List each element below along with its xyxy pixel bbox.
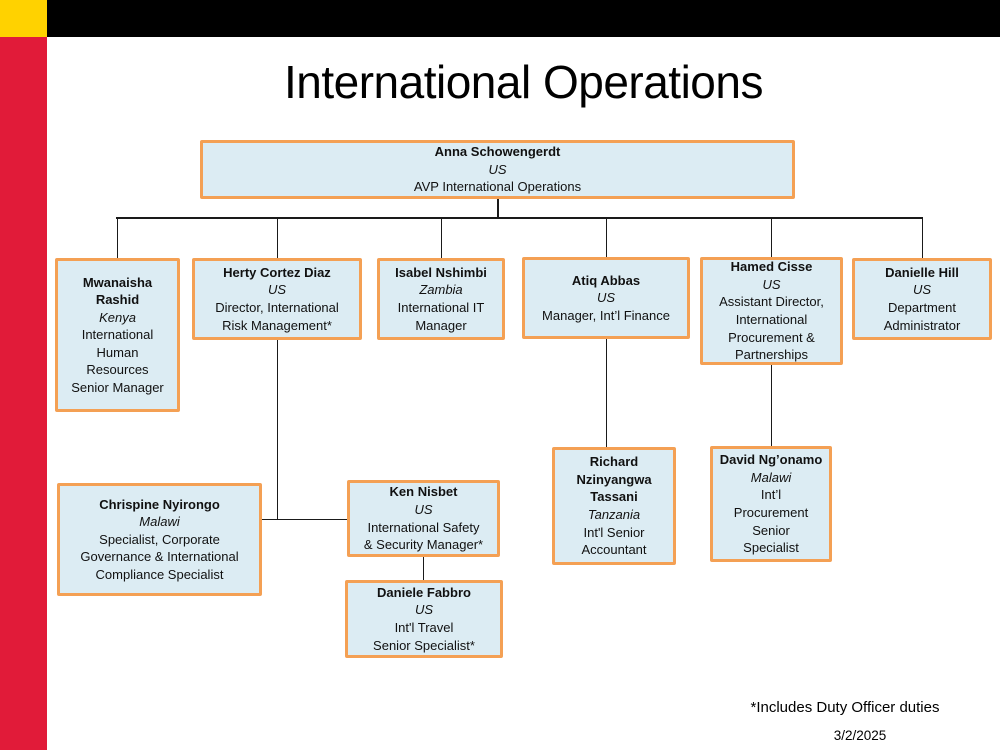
org-box-herty-cortez-diaz: Herty Cortez Diaz US Director, Internati… [192, 258, 362, 340]
left-red-stripe [0, 37, 47, 750]
person-name: Anna Schowengerdt [434, 144, 561, 160]
org-box-daniele-fabbro: Daniele Fabbro US Int'l Travel Senior Sp… [345, 580, 503, 658]
connector-row2-hbar [116, 217, 923, 219]
person-title: International Human Resources Senior Man… [71, 327, 164, 395]
connector-ken-daniele [423, 557, 424, 580]
person-title: AVP International Operations [413, 179, 582, 195]
org-box-mwanaisha-rashid: Mwanaisha Rashid Kenya International Hum… [55, 258, 180, 412]
org-box-richard-tassani: Richard Nzinyangwa Tassani Tanzania Int'… [552, 447, 676, 565]
person-country: US [912, 282, 932, 298]
person-name: Richard Nzinyangwa Tassani [576, 454, 652, 505]
person-name: Herty Cortez Diaz [223, 264, 331, 280]
person-title: Specialist, Corporate Governance & Inter… [80, 531, 239, 582]
connector-drop-danielle [922, 218, 923, 258]
person-name: Ken Nisbet [389, 484, 458, 500]
person-title: Manager, Int’l Finance [542, 307, 670, 323]
org-box-david-ngonamo: David Ng’onamo Malawi Int’l Procurement … [710, 446, 832, 562]
person-country: Malawi [750, 469, 792, 485]
person-name: Hamed Cisse [730, 259, 813, 275]
person-title: Assistant Director, International Procur… [719, 294, 824, 363]
person-title: Int'l Travel Senior Specialist* [373, 620, 475, 653]
person-country: US [762, 276, 781, 292]
org-box-chrispine-nyirongo: Chrispine Nyirongo Malawi Specialist, Co… [57, 483, 262, 596]
person-title: International IT Manager [397, 300, 485, 333]
org-box-isabel-nshimbi: Isabel Nshimbi Zambia International IT M… [377, 258, 505, 340]
person-country: Malawi [139, 514, 180, 530]
org-box-anna-schowengerdt: Anna Schowengerdt US AVP International O… [200, 140, 795, 199]
org-box-atiq-abbas: Atiq Abbas US Manager, Int’l Finance [522, 257, 690, 339]
connector-drop-mwanaisha [117, 218, 118, 258]
person-name: Danielle Hill [885, 264, 959, 280]
accent-yellow-square [0, 0, 47, 37]
person-name: Atiq Abbas [571, 272, 641, 288]
person-country: Kenya [99, 309, 136, 325]
person-title: International Safety & Security Manager* [363, 519, 484, 553]
slide-title: International Operations [284, 56, 763, 108]
connector-drop-herty [277, 218, 278, 258]
person-name: Isabel Nshimbi [395, 264, 487, 280]
person-country: US [488, 161, 507, 177]
org-box-ken-nisbet: Ken Nisbet US International Safety & Sec… [347, 480, 500, 557]
connector-anna-stub [497, 199, 499, 218]
person-name: Chrispine Nyirongo [99, 496, 220, 512]
person-title: Department Administrator [883, 300, 961, 333]
footnote-duty-officer: *Includes Duty Officer duties [750, 699, 940, 716]
connector-drop-hamed [771, 218, 772, 257]
person-name: David Ng’onamo [719, 452, 823, 468]
person-title: Director, International Risk Management* [215, 300, 339, 333]
org-box-danielle-hill: Danielle Hill US Department Administrato… [852, 258, 992, 340]
person-title: Int'l Senior Accountant [581, 524, 647, 558]
connector-atiq-richard [606, 339, 607, 447]
person-country: US [267, 282, 287, 298]
person-country: Tanzania [587, 507, 641, 522]
connector-drop-isabel [441, 218, 442, 258]
person-title: Int’l Procurement Senior Specialist [733, 487, 809, 556]
connector-herty-down [277, 340, 278, 520]
top-black-bar [47, 0, 1000, 37]
org-box-hamed-cisse: Hamed Cisse US Assistant Director, Inter… [700, 257, 843, 365]
connector-chrispine-ken [262, 519, 347, 520]
connector-drop-atiq [606, 218, 607, 257]
slide-date: 3/2/2025 [833, 728, 887, 743]
person-country: US [414, 602, 434, 618]
person-country: Zambia [419, 282, 463, 298]
connector-hamed-david [771, 365, 772, 446]
person-country: US [596, 290, 616, 306]
person-country: US [414, 501, 433, 517]
person-name: Daniele Fabbro [377, 584, 471, 600]
person-name: Mwanaisha Rashid [82, 274, 153, 308]
